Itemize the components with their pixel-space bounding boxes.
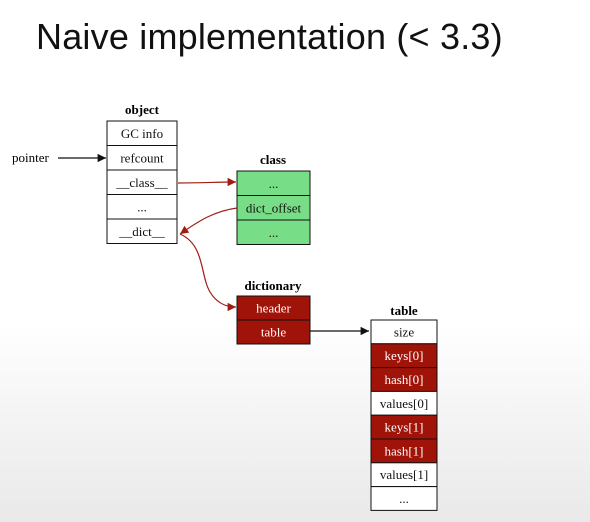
table-cell-label: hash[0] xyxy=(385,372,424,387)
object-cell-box xyxy=(106,169,178,195)
object-cell-label: GC info xyxy=(121,126,163,141)
object-cell: __class__ xyxy=(106,169,178,195)
object-cell-box xyxy=(106,194,178,220)
table-cell-label: ... xyxy=(399,491,409,506)
class-cell-label: ... xyxy=(269,176,279,191)
dictionary-cell-box xyxy=(236,295,311,321)
class-cell-box xyxy=(236,219,311,245)
table-cell: keys[1] xyxy=(370,414,438,440)
edge-class-to-class-node xyxy=(177,177,237,187)
class-cell: ... xyxy=(236,219,311,245)
dictionary-label: dictionary xyxy=(244,278,302,293)
edge-dict-to-dictionary xyxy=(179,233,237,312)
table-cell-label: keys[1] xyxy=(385,420,424,435)
table-cell: hash[1] xyxy=(370,438,438,464)
object-cell-label: __dict__ xyxy=(118,224,165,239)
dictionary-node: dictionary header table xyxy=(236,278,311,345)
object-cell-box xyxy=(106,120,178,146)
dictionary-cells: header table xyxy=(236,295,311,345)
object-cell-label: refcount xyxy=(120,150,164,165)
object-cell: ... xyxy=(106,194,178,220)
class-cell-box xyxy=(236,195,311,221)
table-node: table size keys[0] hash[0] values[0] keys[1]… xyxy=(370,303,438,511)
dictionary-cell-label: header xyxy=(256,301,291,316)
table-cell: values[1] xyxy=(370,462,438,488)
table-cell: keys[0] xyxy=(370,343,438,369)
class-cell-label: ... xyxy=(269,225,279,240)
pointer-label: pointer xyxy=(12,150,49,165)
table-cell: ... xyxy=(370,486,438,511)
object-cell-box xyxy=(106,218,178,244)
object-node: object GC info refcount __class__... __dict… xyxy=(106,102,178,244)
object-label: object xyxy=(125,102,160,117)
table-cell: hash[0] xyxy=(370,367,438,392)
class-label: class xyxy=(260,152,286,167)
edge-dict-offset-to-dict xyxy=(179,207,238,235)
object-cell: refcount xyxy=(106,145,178,171)
class-cell-box xyxy=(236,170,311,196)
class-cell-label: dict_offset xyxy=(246,200,302,215)
object-cell: __dict__ xyxy=(106,218,178,244)
table-cell: values[0] xyxy=(370,390,438,416)
class-cells: ... dict_offset... xyxy=(236,170,311,245)
table-cell-label: keys[0] xyxy=(385,348,424,363)
dictionary-cell-box xyxy=(236,319,311,345)
table-cell: size xyxy=(370,319,438,345)
slide-title: Naive implementation (< 3.3) xyxy=(36,16,503,57)
table-cell-label: values[0] xyxy=(380,396,428,411)
class-cell: dict_offset xyxy=(236,195,311,221)
table-cells: size keys[0] hash[0] values[0] keys[1] hash[1… xyxy=(370,319,438,511)
class-cell: ... xyxy=(236,170,311,196)
object-cell-label: __class__ xyxy=(115,175,168,190)
object-cells: GC info refcount __class__... __dict__ xyxy=(106,120,178,244)
table-cell-label: size xyxy=(394,324,414,339)
object-cell-label: ... xyxy=(137,199,147,214)
table-cell-box xyxy=(370,486,438,511)
table-cell-label: hash[1] xyxy=(385,443,424,458)
dictionary-cell: header xyxy=(236,295,311,321)
object-cell: GC info xyxy=(106,120,178,146)
table-cell-label: values[1] xyxy=(380,467,428,482)
dictionary-cell-label: table xyxy=(261,325,286,340)
dictionary-cell: table xyxy=(236,319,311,345)
class-node: class ... dict_offset... xyxy=(236,152,311,245)
table-label: table xyxy=(390,303,418,318)
